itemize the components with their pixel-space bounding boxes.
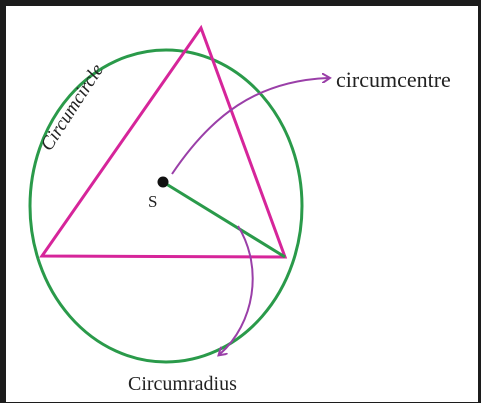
circumcentre-point <box>157 176 169 188</box>
triangle-shape <box>39 24 288 259</box>
circumcentre-arrow <box>171 78 328 175</box>
circumradius-label: Circumradius <box>128 373 237 395</box>
circumcircle-diagram: Circumcircle circumcentre Circumradius S <box>28 24 451 395</box>
circumradius-line <box>162 180 286 259</box>
circumcircle-label: Circumcircle <box>37 60 108 154</box>
circumradius-arrow <box>220 225 254 354</box>
circumcentre-label: circumcentre <box>336 67 451 92</box>
centre-point-label: S <box>148 192 157 211</box>
circumcircle-shape <box>28 48 304 364</box>
diagram-canvas: Circumcircle circumcentre Circumradius S <box>6 6 478 402</box>
